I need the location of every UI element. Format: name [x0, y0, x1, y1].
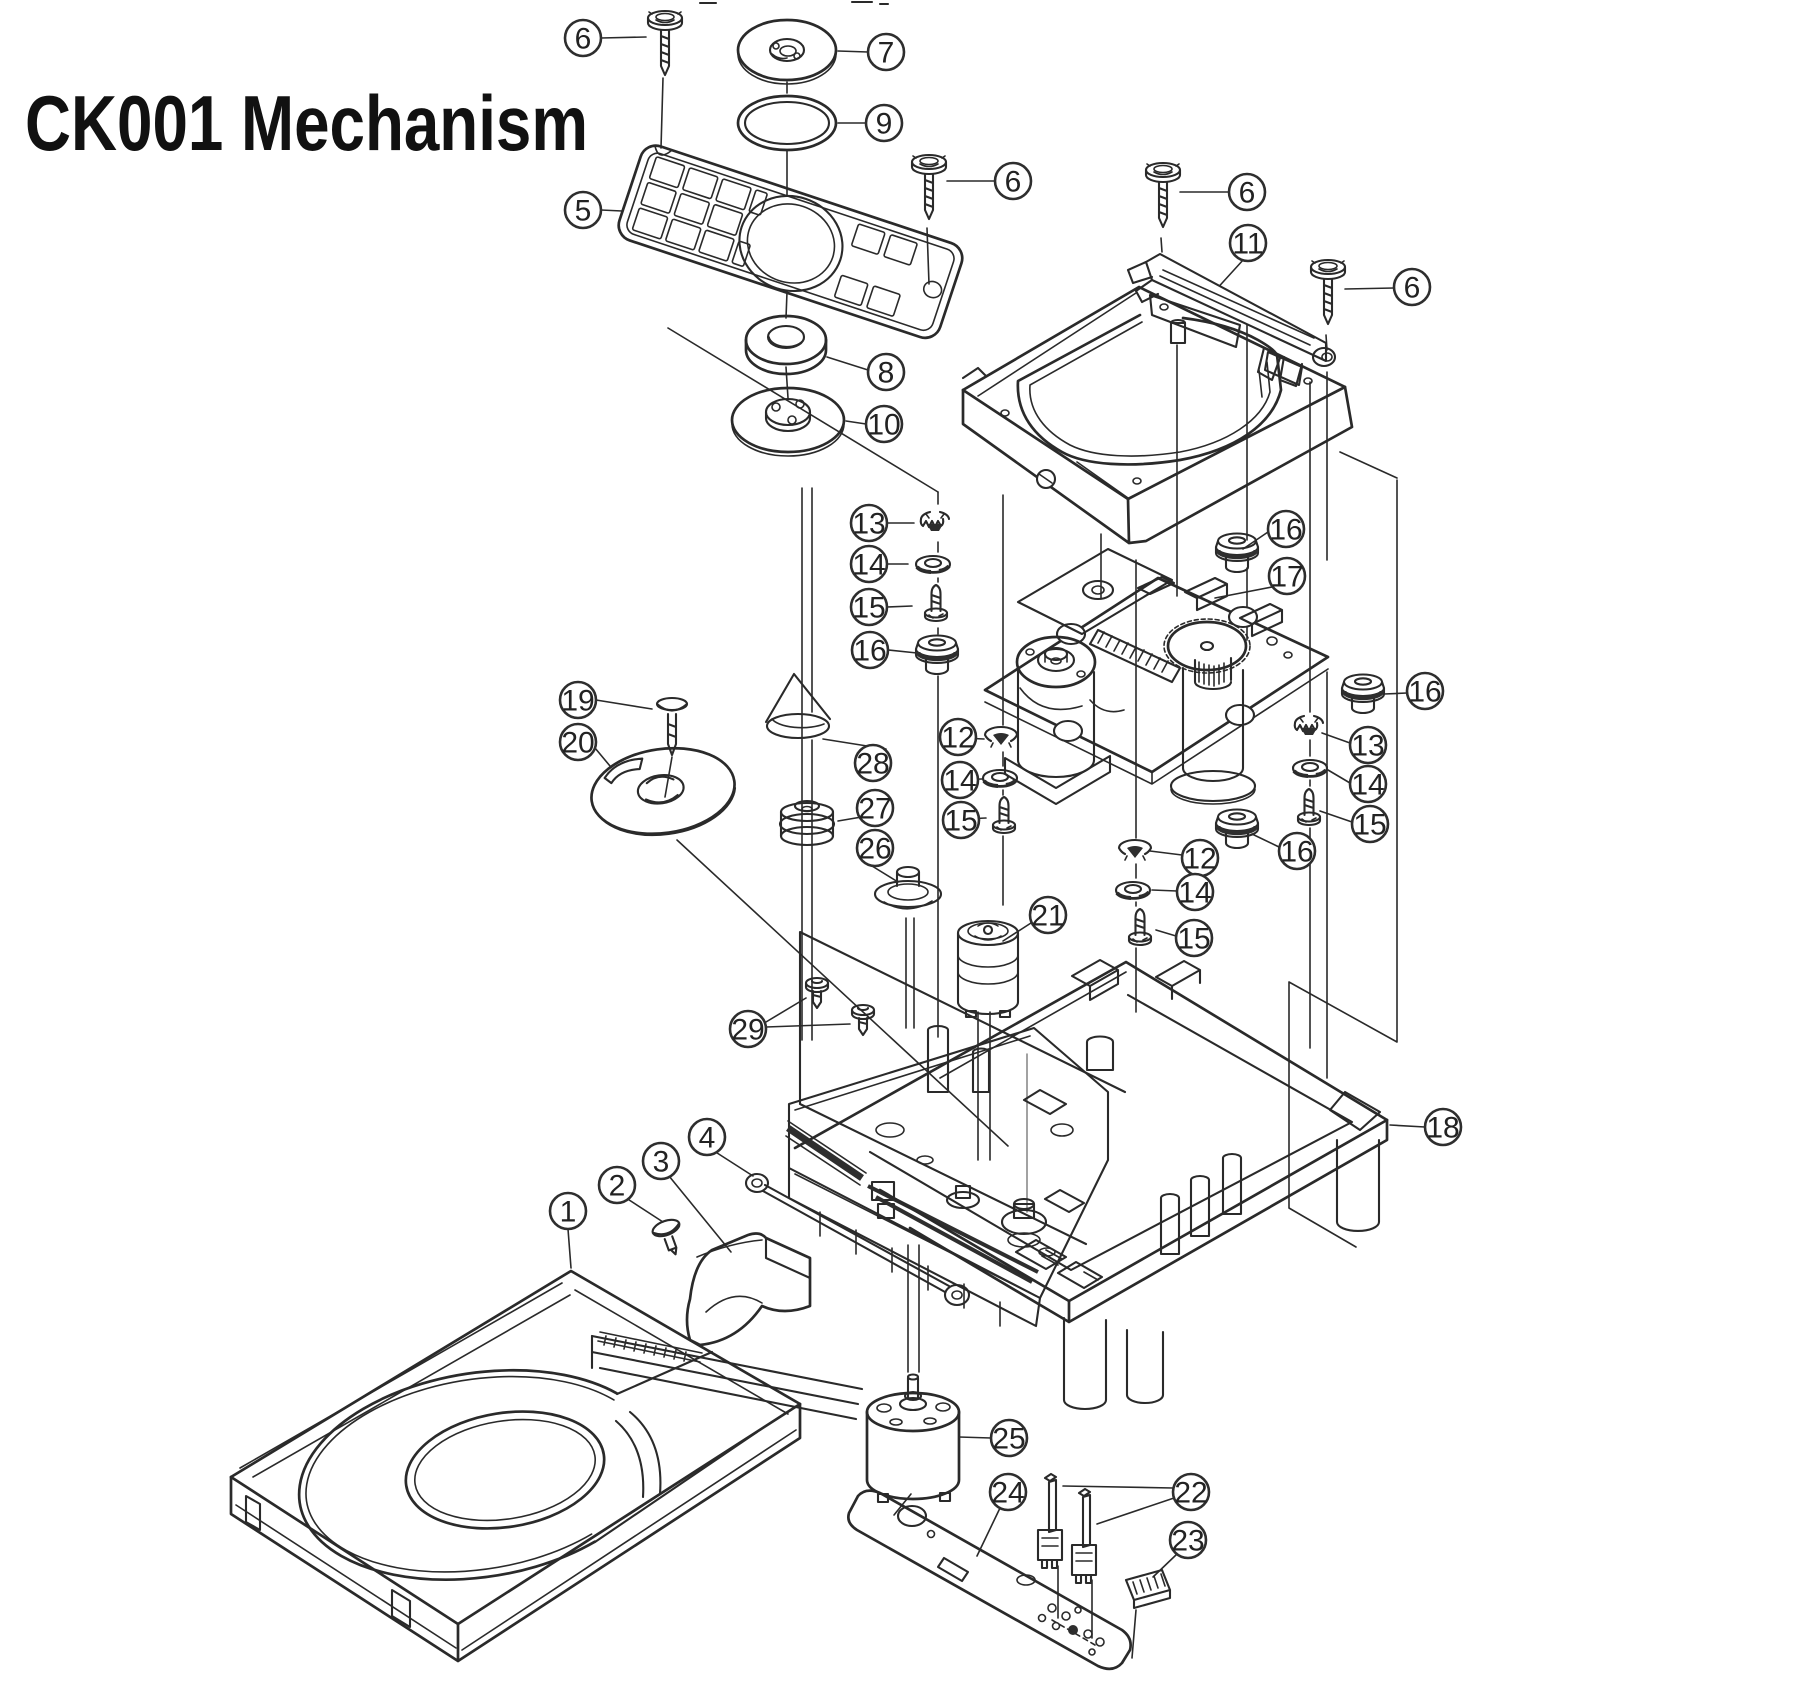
svg-text:26: 26 [858, 833, 891, 866]
svg-text:15: 15 [852, 592, 885, 625]
svg-text:7: 7 [878, 37, 895, 70]
svg-text:1: 1 [560, 1196, 577, 1229]
svg-text:6: 6 [1239, 177, 1256, 210]
svg-text:16: 16 [1280, 836, 1313, 869]
svg-text:16: 16 [1269, 514, 1302, 547]
svg-text:17: 17 [1270, 561, 1303, 594]
svg-text:16: 16 [1408, 676, 1441, 709]
svg-text:12: 12 [1183, 843, 1216, 876]
svg-text:27: 27 [858, 793, 891, 826]
svg-text:23: 23 [1171, 1525, 1204, 1558]
svg-text:21: 21 [1031, 900, 1064, 933]
svg-text:3: 3 [653, 1146, 670, 1179]
svg-text:11: 11 [1232, 228, 1263, 261]
svg-text:24: 24 [991, 1477, 1024, 1510]
svg-text:13: 13 [852, 508, 885, 541]
svg-text:13: 13 [1351, 730, 1384, 763]
svg-text:14: 14 [852, 549, 885, 582]
svg-text:10: 10 [867, 409, 900, 442]
svg-text:22: 22 [1174, 1477, 1207, 1510]
svg-text:2: 2 [609, 1170, 626, 1203]
svg-text:16: 16 [853, 635, 886, 668]
svg-text:29: 29 [731, 1014, 764, 1047]
svg-text:15: 15 [1353, 809, 1386, 842]
svg-text:25: 25 [992, 1423, 1025, 1456]
svg-text:6: 6 [1404, 272, 1421, 305]
svg-text:14: 14 [943, 765, 976, 798]
svg-text:20: 20 [561, 727, 594, 760]
svg-text:6: 6 [1005, 166, 1022, 199]
svg-text:4: 4 [699, 1122, 716, 1155]
svg-text:6: 6 [575, 23, 592, 56]
svg-text:8: 8 [878, 357, 895, 390]
svg-text:14: 14 [1178, 877, 1211, 910]
svg-text:9: 9 [876, 108, 893, 141]
svg-text:14: 14 [1351, 769, 1384, 802]
svg-text:5: 5 [575, 195, 592, 228]
svg-text:28: 28 [856, 748, 889, 781]
svg-text:15: 15 [1177, 923, 1210, 956]
svg-text:18: 18 [1426, 1112, 1459, 1145]
svg-text:15: 15 [944, 805, 977, 838]
svg-text:12: 12 [941, 722, 974, 755]
svg-text:CK001 Mechanism: CK001 Mechanism [25, 79, 588, 167]
svg-text:19: 19 [561, 685, 594, 718]
